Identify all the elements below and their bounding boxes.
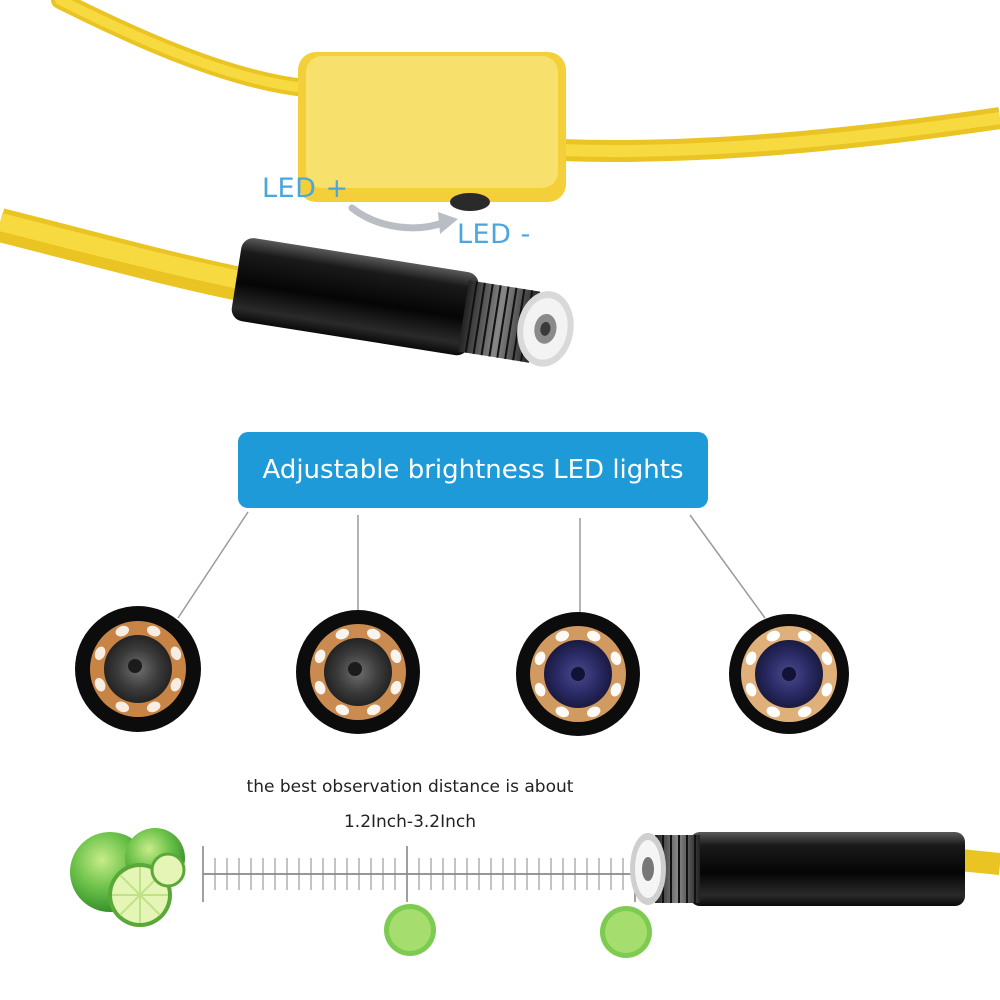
- limes-group: [70, 828, 186, 927]
- camera-bottom: [630, 832, 965, 906]
- led-light-icon: [766, 706, 781, 718]
- camera-top: [231, 238, 574, 367]
- cable-bottom-right: [958, 849, 1000, 875]
- led-light-icon: [586, 630, 601, 642]
- led-light-icon: [146, 701, 161, 713]
- led-light-icon: [146, 625, 161, 637]
- led-rings: [94, 625, 833, 718]
- led-light-icon: [366, 628, 381, 640]
- led-light-icon: [797, 630, 812, 642]
- led-light-icon: [745, 682, 757, 697]
- feature-banner: Adjustable brightness LED lights: [238, 432, 708, 508]
- led-increase-label: LED +: [262, 173, 349, 204]
- led-light-icon: [586, 706, 601, 718]
- led-light-icon: [797, 706, 812, 718]
- dimmer-knob: [450, 193, 490, 211]
- led-light-icon: [335, 704, 350, 716]
- led-light-icon: [821, 651, 833, 666]
- led-light-icon: [366, 704, 381, 716]
- camera-front-level-3: [516, 612, 640, 736]
- led-light-icon: [821, 682, 833, 697]
- led-light-icon: [555, 630, 570, 642]
- camera-front-level-1: [75, 606, 201, 732]
- led-light-icon: [390, 680, 402, 695]
- banner-title: Adjustable brightness LED lights: [262, 455, 684, 485]
- led-light-icon: [115, 701, 130, 713]
- led-light-icon: [314, 649, 326, 664]
- led-light-icon: [610, 682, 622, 697]
- led-light-icon: [170, 646, 182, 661]
- camera-front-level-4: [729, 614, 849, 734]
- adjust-arrow-icon: [348, 204, 449, 232]
- led-light-icon: [534, 651, 546, 666]
- distance-range: 1.2Inch-3.2Inch: [343, 812, 477, 832]
- arrow-head-icon: [438, 212, 458, 234]
- led-light-icon: [94, 677, 106, 692]
- cable-group: [0, 0, 1000, 875]
- distance-ruler: [202, 846, 636, 902]
- led-light-icon: [115, 625, 130, 637]
- led-light-icon: [390, 649, 402, 664]
- lens-icon: [642, 857, 654, 881]
- led-light-icon: [766, 630, 781, 642]
- led-light-icon: [314, 680, 326, 695]
- connector-lines: [177, 511, 766, 619]
- led-light-icon: [94, 646, 106, 661]
- led-light-icon: [745, 651, 757, 666]
- led-decrease-label: LED -: [457, 219, 531, 250]
- led-light-icon: [335, 628, 350, 640]
- lime-slice-far: [600, 906, 652, 958]
- led-light-icon: [555, 706, 570, 718]
- lime-slice-near: [384, 904, 436, 956]
- led-light-icon: [170, 677, 182, 692]
- led-light-icon: [534, 682, 546, 697]
- led-light-icon: [610, 651, 622, 666]
- controller-box: [298, 52, 566, 211]
- distance-caption: the best observation distance is about: [246, 777, 574, 797]
- camera-front-level-2: [296, 610, 420, 734]
